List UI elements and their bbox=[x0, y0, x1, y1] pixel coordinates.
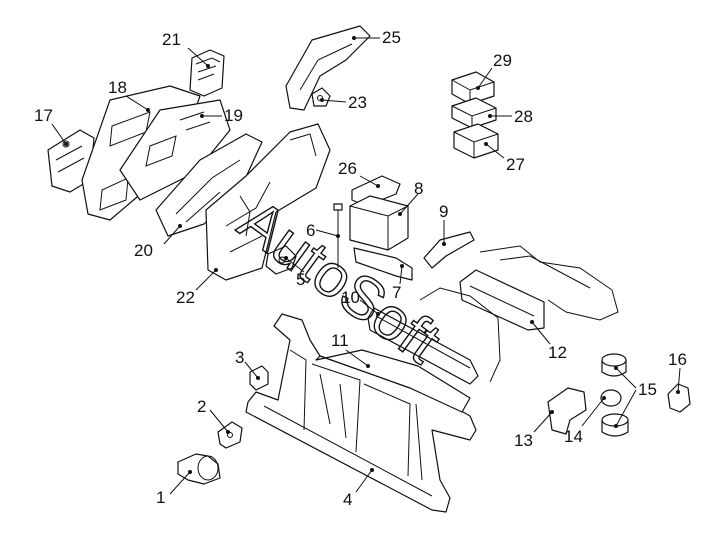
callout-26: 26 bbox=[338, 159, 357, 178]
part-2 bbox=[217, 421, 243, 449]
callout-16: 16 bbox=[668, 350, 687, 369]
part-16 bbox=[667, 383, 691, 413]
callout-21: 21 bbox=[162, 30, 181, 49]
part-7 bbox=[353, 247, 413, 281]
part-25 bbox=[285, 25, 371, 111]
callout-19: 19 bbox=[224, 106, 243, 125]
callout-13: 13 bbox=[514, 431, 533, 450]
part-1 bbox=[177, 453, 221, 485]
callout-29: 29 bbox=[493, 51, 512, 70]
part-28 bbox=[451, 97, 497, 129]
callout-17: 17 bbox=[34, 106, 53, 125]
callout-5: 5 bbox=[296, 270, 305, 289]
callout-18: 18 bbox=[108, 78, 127, 97]
callout-4: 4 bbox=[343, 490, 352, 509]
leader-lines bbox=[51, 36, 681, 495]
callout-1: 1 bbox=[156, 488, 165, 507]
part-12 bbox=[419, 245, 619, 383]
part-11 bbox=[315, 349, 471, 413]
callout-22: 22 bbox=[176, 288, 195, 307]
callout-12: 12 bbox=[548, 343, 567, 362]
callout-3: 3 bbox=[235, 348, 244, 367]
callout-23: 23 bbox=[348, 93, 367, 112]
callout-10: 10 bbox=[341, 288, 360, 307]
callout-14: 14 bbox=[564, 427, 583, 446]
part-5 bbox=[265, 245, 297, 275]
part-9 bbox=[423, 231, 475, 269]
callout-20: 20 bbox=[134, 241, 153, 260]
part-10 bbox=[367, 307, 479, 385]
part-8 bbox=[349, 195, 409, 251]
callout-2: 2 bbox=[197, 397, 206, 416]
callout-15: 15 bbox=[638, 380, 657, 399]
part-23 bbox=[311, 87, 331, 107]
callouts: 1 2 3 4 5 6 7 8 9 10 11 12 13 14 15 16 1… bbox=[34, 28, 687, 509]
callout-28: 28 bbox=[514, 107, 533, 126]
part-13 bbox=[547, 387, 587, 435]
callout-8: 8 bbox=[414, 179, 423, 198]
part-19 bbox=[119, 99, 231, 201]
callout-27: 27 bbox=[506, 155, 525, 174]
part-27 bbox=[453, 123, 499, 159]
callout-25: 25 bbox=[382, 28, 401, 47]
part-14 bbox=[600, 389, 622, 407]
part-4 bbox=[245, 313, 477, 513]
part-20 bbox=[155, 133, 263, 237]
callout-11: 11 bbox=[331, 331, 349, 350]
callout-9: 9 bbox=[439, 202, 448, 221]
part-21 bbox=[189, 49, 225, 97]
callout-7: 7 bbox=[392, 283, 401, 302]
callout-6: 6 bbox=[306, 221, 315, 240]
part-22 bbox=[205, 123, 331, 281]
